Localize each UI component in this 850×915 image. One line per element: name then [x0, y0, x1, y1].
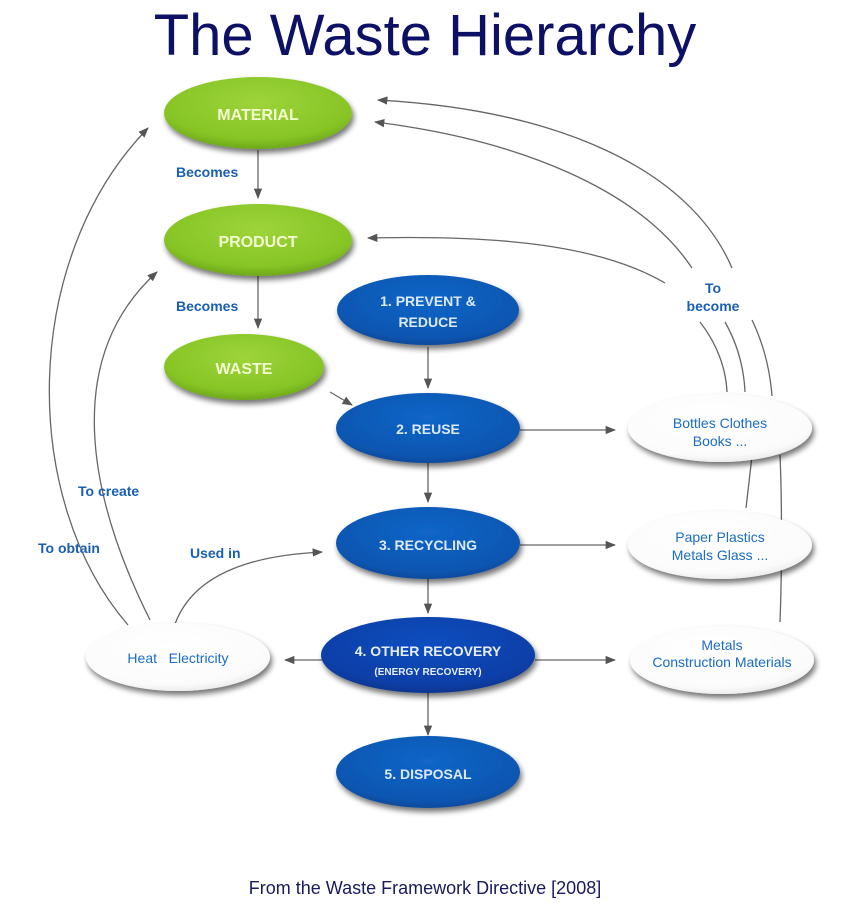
source-footer: From the Waste Framework Directive [2008…: [248, 878, 602, 898]
label-to-become-1: To: [705, 280, 721, 296]
node-disposal-label: 5. DISPOSAL: [384, 766, 472, 782]
curve-become-c: [751, 319, 773, 397]
label-becomes-1: Becomes: [176, 164, 238, 180]
node-product-label: PRODUCT: [218, 234, 297, 251]
node-waste-label: WASTE: [216, 361, 273, 378]
node-prevent-label-1: 1. PREVENT &: [380, 293, 476, 309]
node-material-label: MATERIAL: [217, 107, 299, 124]
node-recovery-label-1: 4. OTHER RECOVERY: [355, 643, 502, 659]
node-material[interactable]: [164, 77, 352, 149]
curve-to-material-1: [376, 96, 733, 269]
curve-become-a: [699, 321, 728, 393]
connectors: [48, 96, 783, 737]
node-product[interactable]: [164, 204, 352, 276]
output-recovery[interactable]: [630, 626, 814, 694]
node-reuse[interactable]: [336, 393, 520, 463]
node-prevent-reduce[interactable]: [337, 275, 519, 345]
node-prevent-label-2: REDUCE: [398, 314, 457, 330]
curve-become-b: [724, 321, 746, 393]
node-other-recovery[interactable]: [321, 617, 535, 693]
link-reuse-recycling-1: [745, 454, 753, 509]
output-energy[interactable]: [86, 623, 270, 691]
output-recovery-line2: Construction Materials: [652, 654, 791, 670]
node-reuse-label: 2. REUSE: [396, 421, 460, 437]
curve-used-in: [174, 548, 324, 625]
output-recycling-line2: Metals Glass ...: [672, 547, 768, 563]
node-recovery-label-2: (ENERGY RECOVERY): [374, 667, 481, 678]
output-energy-label: Heat Electricity: [127, 650, 228, 666]
output-recycling[interactable]: [628, 511, 812, 579]
label-used-in: Used in: [190, 545, 241, 561]
node-recycling[interactable]: [336, 507, 520, 579]
diagram-title: The Waste Hierarchy: [153, 3, 697, 68]
label-becomes-2: Becomes: [176, 298, 238, 314]
node-recycling-label: 3. RECYCLING: [379, 537, 477, 553]
output-recycling-line1: Paper Plastics: [675, 529, 764, 545]
curve-to-material-2: [373, 119, 693, 269]
curve-to-obtain: [48, 127, 149, 626]
node-disposal[interactable]: [336, 736, 520, 808]
output-reuse[interactable]: [628, 394, 812, 462]
output-recovery-line1: Metals: [701, 637, 742, 653]
label-to-become-2: become: [687, 298, 740, 314]
output-reuse-line1: Bottles Clothes: [673, 415, 767, 431]
curve-to-product: [366, 233, 666, 284]
label-to-create: To create: [78, 483, 139, 499]
output-reuse-line2: Books ...: [693, 433, 747, 449]
arrow-waste-reuse: [329, 391, 353, 406]
curve-to-create: [93, 271, 158, 621]
label-to-obtain: To obtain: [38, 540, 100, 556]
node-waste[interactable]: [164, 334, 324, 400]
